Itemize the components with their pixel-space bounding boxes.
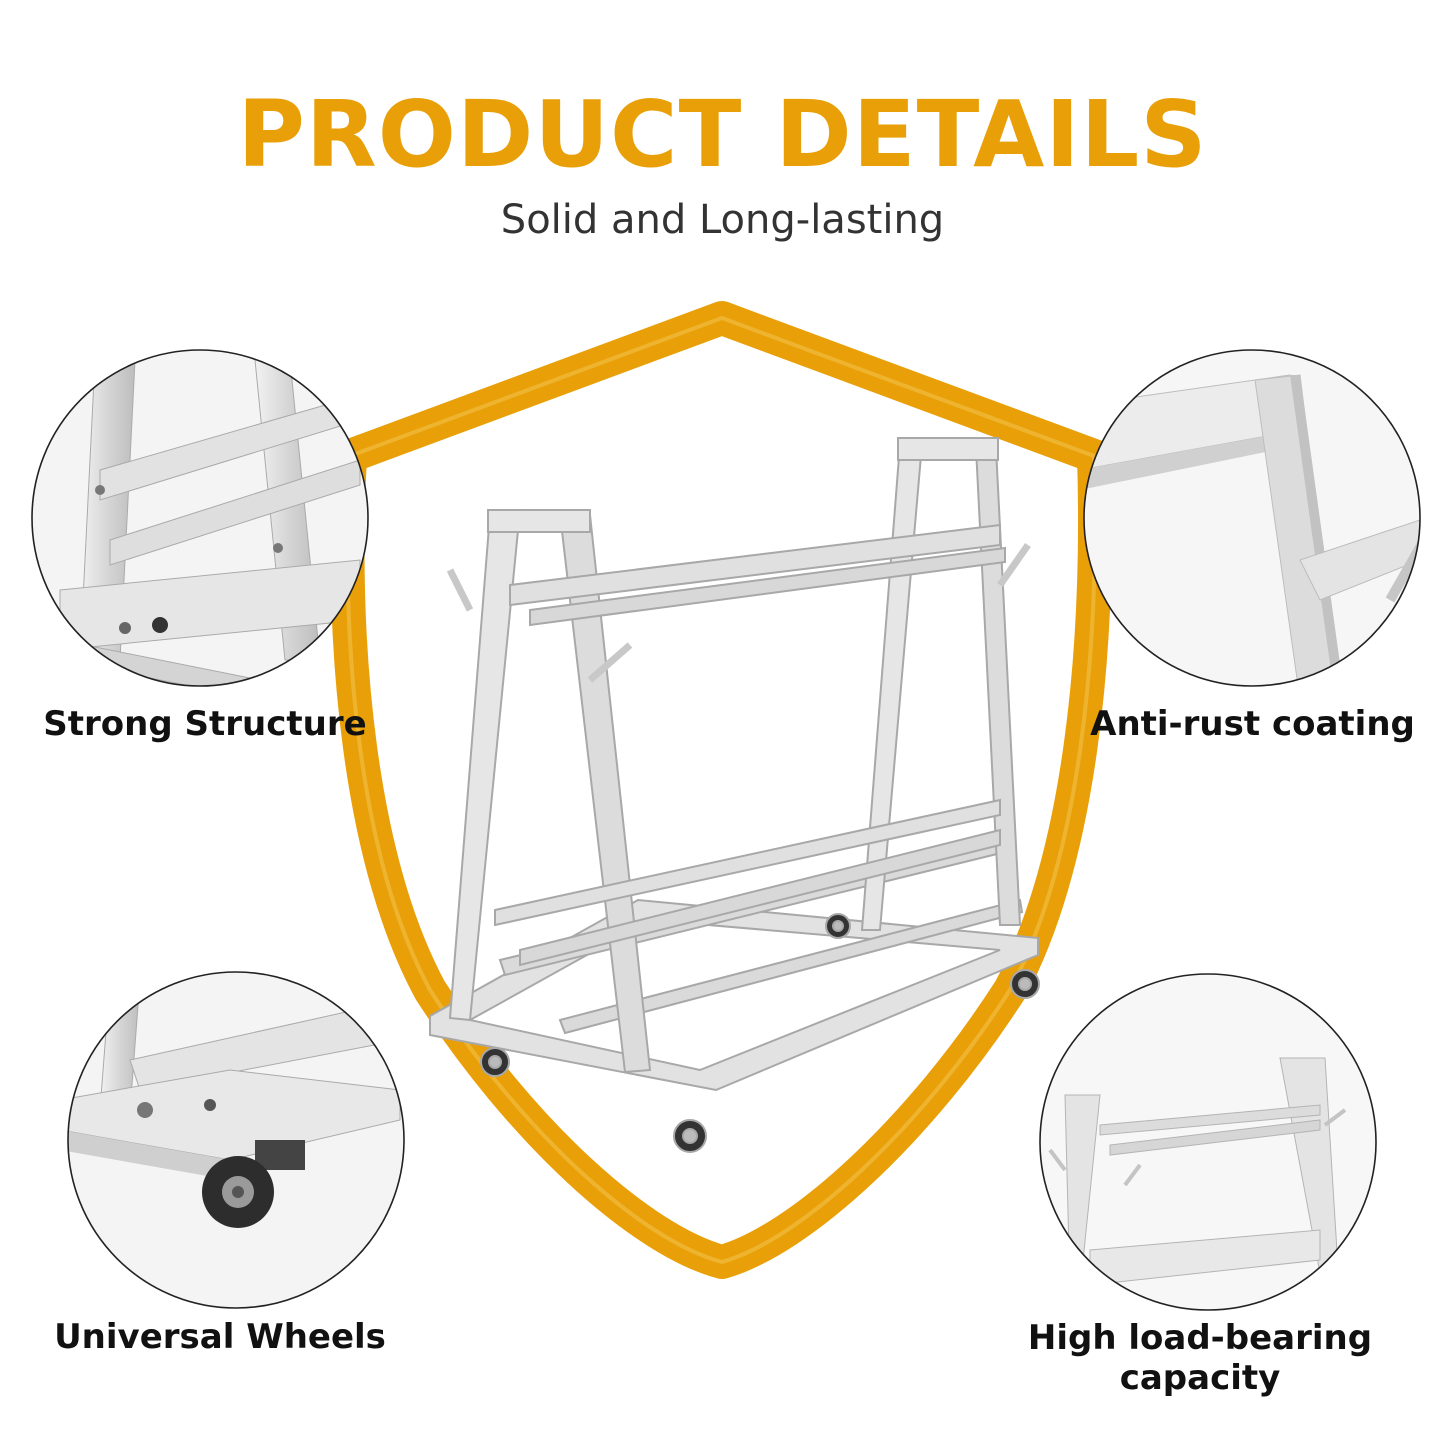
detail-circle-structure: [31, 349, 369, 687]
feature-label-load-bearing: High load-bearing capacity: [1027, 1318, 1373, 1398]
detail-circle-wheels: [67, 971, 405, 1309]
feature-label-universal-wheels: Universal Wheels: [54, 1317, 386, 1357]
detail-circle-capacity: [1039, 973, 1377, 1311]
page-subtitle: Solid and Long-lasting: [500, 197, 945, 243]
cart-illustration: [429, 437, 1040, 1153]
feature-label-strong-structure: Strong Structure: [43, 704, 367, 744]
shield-emblem: [330, 301, 1112, 1279]
page-title: PRODUCT DETAILS: [237, 81, 1208, 188]
detail-circle-coating: [1083, 349, 1421, 687]
feature-label-anti-rust: Anti-rust coating: [1090, 704, 1415, 744]
